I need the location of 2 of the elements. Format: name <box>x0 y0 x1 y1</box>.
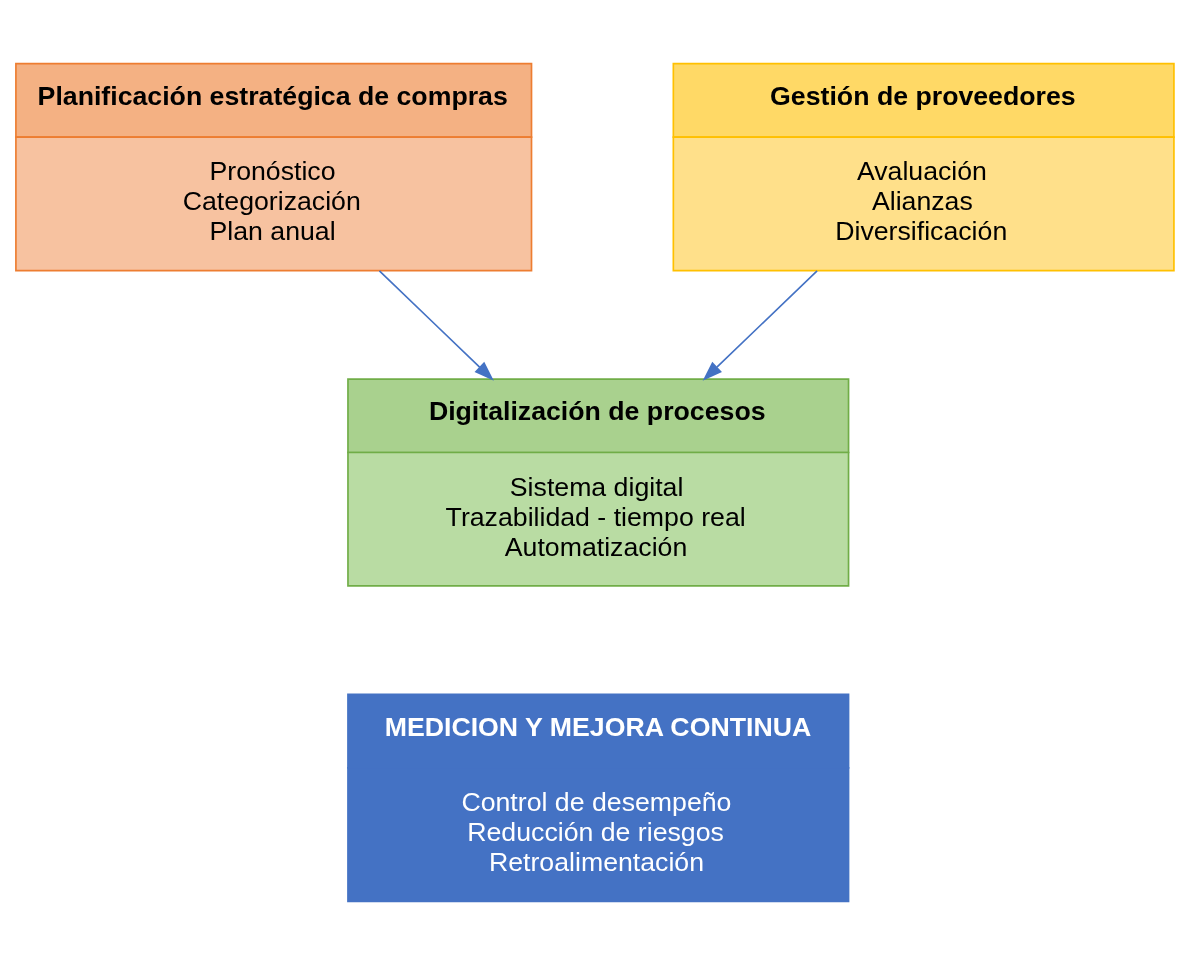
arrow <box>702 269 818 381</box>
arrow <box>378 269 494 381</box>
